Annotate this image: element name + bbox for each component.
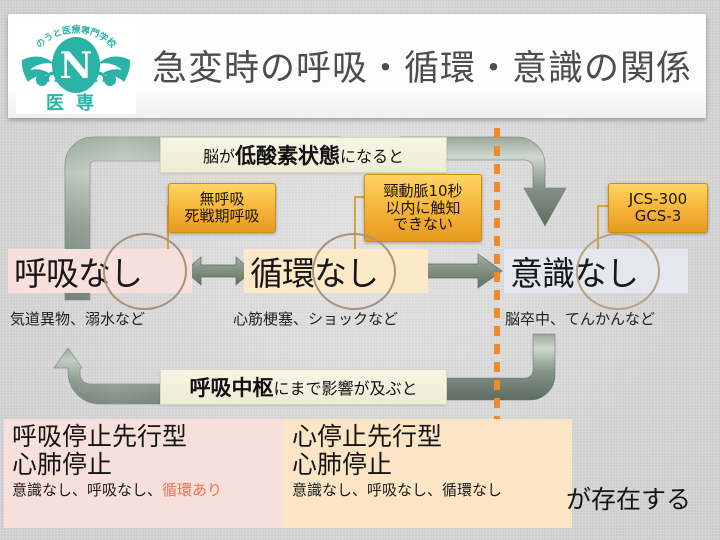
- page-title: 急変時の呼吸・循環・意識の関係: [152, 49, 693, 89]
- state-box-no-circulation: 循環なし: [244, 249, 428, 293]
- state-box-no-consciousness: 意識なし: [504, 249, 688, 293]
- caption-no-breathing: 気道異物、溺水など: [10, 310, 146, 328]
- gold-box-jcs-gcs: JCS-300 GCS-3: [608, 183, 708, 233]
- callout-top-emphasis: 低酸素状態: [235, 144, 340, 168]
- arrow-bidirectional-resp-circ: [184, 256, 253, 286]
- panel-left-detail-normal: 意識なし、呼吸なし、: [12, 481, 163, 499]
- gold-2-line-3: できない: [392, 215, 453, 234]
- orange-dashed-divider: [494, 128, 500, 428]
- caption-no-consciousness: 脳卒中、てんかんなど: [505, 310, 656, 328]
- panel-left-detail-highlight: 循環あり: [162, 481, 223, 499]
- panel-right-line-1: 心停止先行型: [292, 422, 443, 451]
- annotation-circle-circulation: [310, 230, 398, 313]
- panel-left-line-1: 呼吸停止先行型: [12, 422, 188, 451]
- callout-hypoxia: 脳が低酸素状態になると: [160, 137, 447, 173]
- school-logo: N のうと医療専門学校 医専: [16, 18, 136, 114]
- panel-right-detail-normal: 意識なし、呼吸なし、循環なし: [292, 481, 503, 499]
- panel-left-detail: 意識なし、呼吸なし、循環あり: [12, 481, 284, 500]
- exists-text: が存在する: [566, 485, 692, 514]
- panel-right-detail: 意識なし、呼吸なし、循環なし: [292, 481, 564, 500]
- gold-3-line-1: JCS-300: [628, 190, 688, 209]
- logo-bottom-text: 医専: [46, 92, 106, 114]
- callout-respiratory-center: 呼吸中枢にまで影響が及ぶと: [160, 369, 447, 405]
- callout-top-pre: 脳が: [202, 147, 235, 166]
- gold-2-line-1: 頸動脈10秒: [383, 181, 463, 200]
- gold-1-line-1: 無呼吸: [199, 190, 245, 209]
- gold-box-apnea: 無呼吸 死戦期呼吸: [168, 183, 276, 233]
- gold-3-line-2: GCS-3: [634, 207, 682, 225]
- panel-cardiac-arrest-first: 心停止先行型 心肺停止 意識なし、呼吸なし、循環なし: [284, 419, 572, 528]
- panel-respiratory-arrest-first: 呼吸停止先行型 心肺停止 意識なし、呼吸なし、循環あり: [4, 419, 292, 528]
- caption-no-circulation: 心筋梗塞、ショックなど: [233, 310, 399, 328]
- annotation-circle-consciousness: [574, 231, 662, 312]
- arrow-circ-to-cons: [419, 253, 503, 289]
- leader-line-jcs: [597, 205, 611, 265]
- callout-bottom-post: にまで影響が及ぶと: [273, 379, 418, 398]
- gold-2-line-2: 以内に触知: [385, 198, 461, 217]
- panel-left-line-2: 心肺停止: [12, 450, 113, 479]
- panel-right-line-2: 心肺停止: [292, 450, 393, 479]
- state-box-no-breathing: 呼吸なし: [8, 249, 192, 293]
- callout-top-post: になると: [340, 147, 405, 166]
- leader-line-carotid: [354, 196, 368, 264]
- logo-letter-n: N: [60, 45, 93, 87]
- callout-bottom-emphasis: 呼吸中枢: [189, 376, 274, 400]
- gold-1-line-2: 死戦期呼吸: [184, 207, 260, 225]
- logo-graphic: N のうと医療専門学校 医専: [21, 24, 131, 114]
- gold-box-carotid: 頸動脈10秒 以内に触知 できない: [364, 174, 482, 242]
